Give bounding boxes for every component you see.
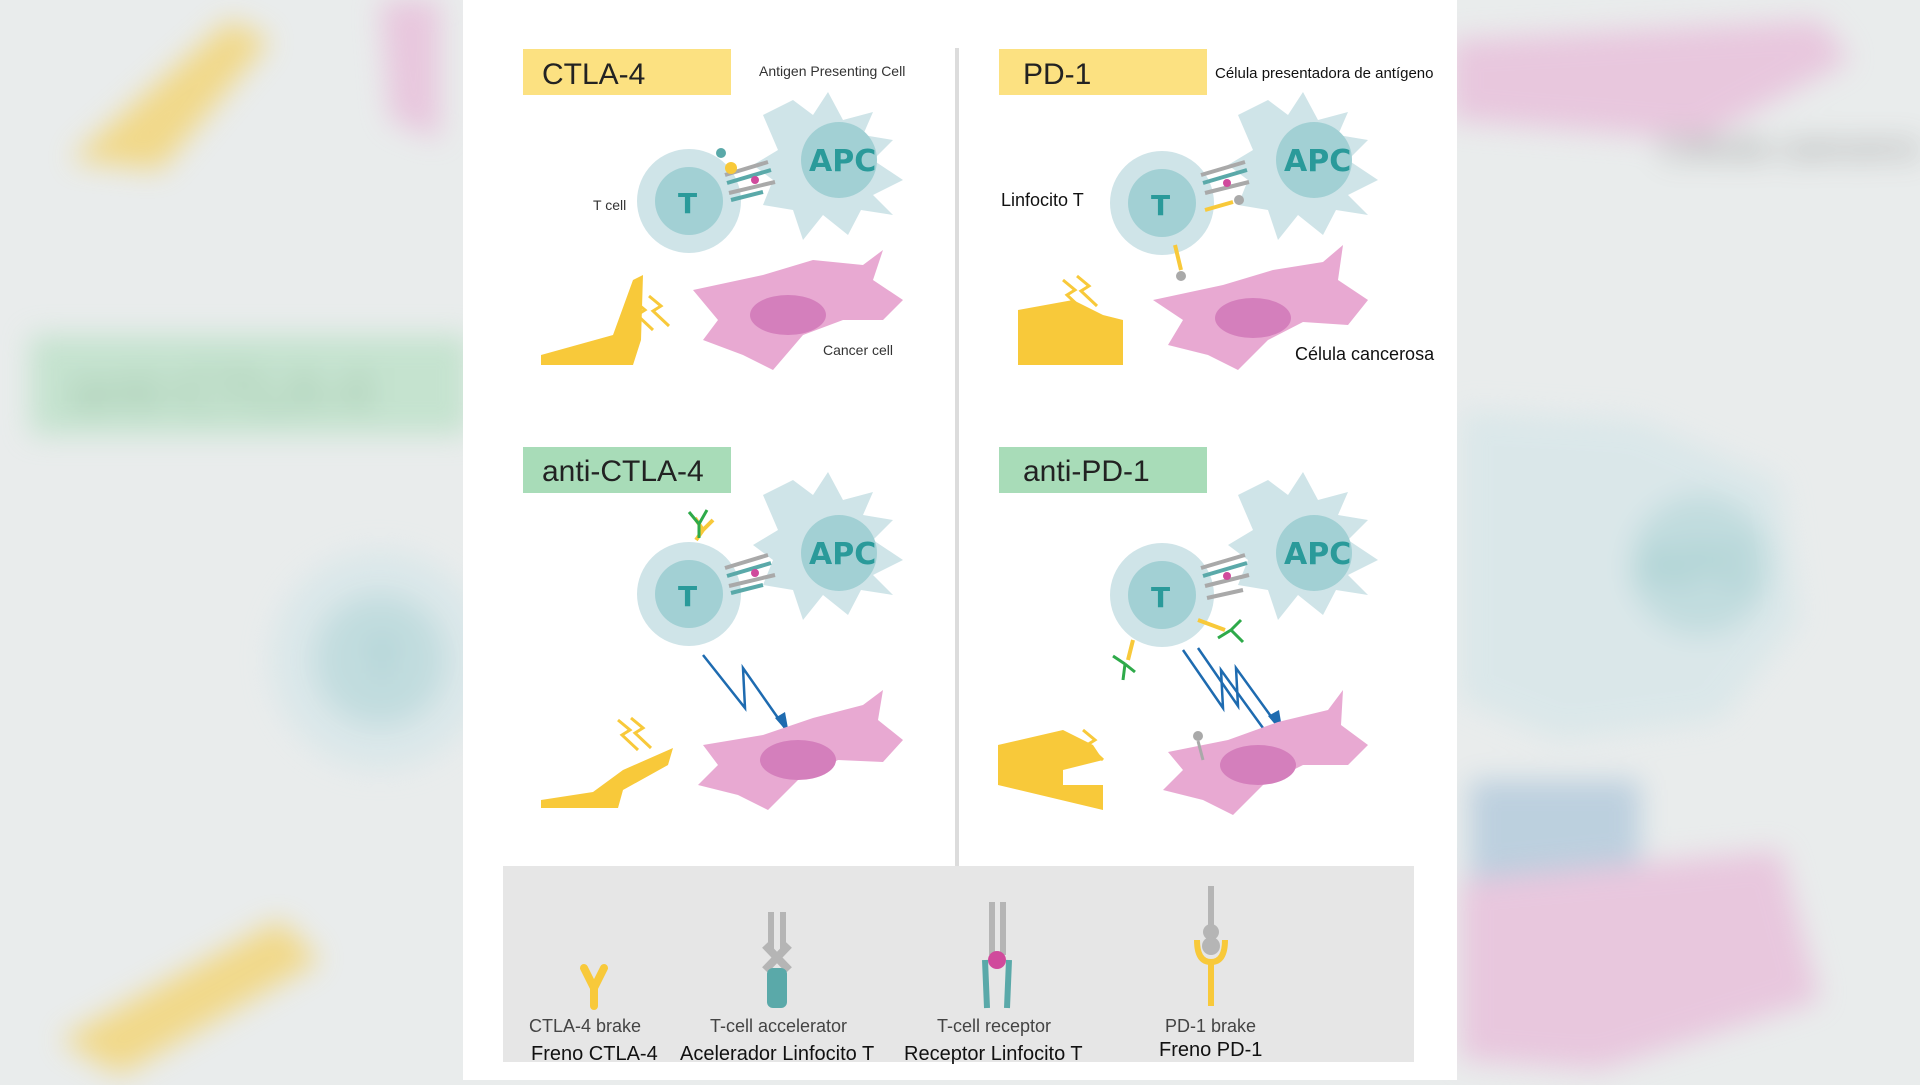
t-cell-label-es: Linfocito T (1001, 190, 1084, 210)
bg-pedal-shape (70, 20, 270, 170)
pedal-spark-icon-anti-pd1 (1082, 728, 1105, 762)
t-cell-core-anti-ctla4 (655, 560, 723, 628)
t-cell-core (655, 167, 723, 235)
anti-pd1-title: anti-PD-1 (1023, 455, 1150, 488)
legend-accelerator-en: T-cell accelerator (710, 1016, 847, 1036)
apc-letter-es: APC (1284, 144, 1351, 179)
apc-letter-anti-pd1: APC (1284, 537, 1351, 572)
quadrant-anti-ctla4: anti-CTLA-4 APC T (523, 447, 903, 810)
quadrant-ctla4: CTLA-4 Antigen Presenting Cell APC T T c… (523, 49, 905, 370)
apc-core-anti-ctla4 (801, 515, 877, 591)
apc-core-anti-pd1 (1276, 515, 1352, 591)
bg-right-label: Célula cancerosa (1660, 127, 1920, 169)
bg-apc-right (1460, 410, 1800, 740)
pd1-brake-contact (1173, 244, 1183, 271)
apc-letter: APC (809, 144, 876, 179)
tcell-receptor-icon (982, 902, 1012, 1009)
pressed-pedal-icon (1018, 300, 1123, 365)
legend-pd1-es: Freno PD-1 (1159, 1039, 1262, 1061)
panel-divider (955, 48, 959, 866)
legend-receptor-en: T-cell receptor (937, 1016, 1051, 1036)
bg-cancer-shape (380, 0, 440, 140)
t-letter-es: T (1151, 189, 1170, 222)
bg-t-letter: T (365, 629, 399, 692)
bg-left-title: anti-CTLA-4 (70, 359, 372, 422)
receptor-cluster-es (1200, 160, 1250, 212)
apc-label: Antigen Presenting Cell (759, 63, 905, 79)
tcell-accelerator-icon (762, 912, 792, 1008)
legend-pd1-en: PD-1 brake (1165, 1016, 1256, 1036)
diagram-canvas: CTLA-4 Antigen Presenting Cell APC T T c… (503, 48, 1435, 1065)
bg-cancer-right (1450, 20, 1850, 140)
apc-letter-anti-ctla4: APC (809, 537, 876, 572)
pd1-tag (999, 49, 1207, 95)
cancer-nucleus (750, 295, 826, 335)
pedal-spark-icon (632, 298, 655, 332)
anti-ctla4-tag (523, 447, 731, 493)
bg-pedal-bottom (60, 920, 320, 1075)
ctla4-brake-icon (580, 964, 608, 1010)
cancer-nucleus-anti-pd1 (1220, 745, 1296, 785)
cancer-nucleus-es (1215, 298, 1291, 338)
legend-accelerator-es: Acelerador Linfocito T (680, 1043, 874, 1065)
diagram-panel: CTLA-4 Antigen Presenting Cell APC T T c… (463, 0, 1457, 1080)
attack-arrow-icon-anti-pd1 (1181, 647, 1283, 734)
quadrant-pd1: PD-1 Célula presentadora de antígeno APC… (999, 49, 1435, 370)
cancer-cell-label-es: Célula cancerosa (1295, 344, 1435, 364)
legend: CTLA-4 brake Freno CTLA-4 T-cell acceler… (503, 866, 1414, 1065)
pd1-brake-icon (1194, 886, 1228, 1006)
pedal-spark-icon-anti-ctla4 (617, 718, 640, 752)
legend-ctla4-en: CTLA-4 brake (529, 1016, 641, 1036)
quadrant-anti-pd1: anti-PD-1 APC T (998, 447, 1378, 815)
receptor-cluster-anti-pd1 (1200, 553, 1250, 600)
bg-apc-core (1630, 495, 1770, 635)
legend-box (503, 866, 1414, 1062)
t-cell-core-anti-pd1 (1128, 561, 1196, 629)
pd1-title: PD-1 (1023, 58, 1091, 91)
anti-pd1-tag (999, 447, 1207, 493)
attack-arrow-icon (702, 654, 789, 734)
ctla4-tag (523, 49, 731, 95)
apc-core (801, 122, 877, 198)
pressed-pedal-icon-anti-pd1 (998, 730, 1103, 810)
anti-ctla4-title: anti-CTLA-4 (542, 455, 704, 488)
bg-t-core (315, 595, 445, 725)
t-letter-anti-pd1: T (1151, 581, 1170, 614)
bg-green-tag (30, 335, 470, 435)
bg-apc-letter: APC (1640, 533, 1759, 598)
antibody-icon (687, 509, 715, 542)
antibody-icon-anti-pd1 (1112, 618, 1245, 681)
legend-ctla4-es: Freno CTLA-4 (531, 1043, 658, 1065)
receptor-cluster-anti-ctla4 (724, 553, 776, 595)
bg-cancer-bottom (1460, 850, 1820, 1070)
apc-core-es (1276, 122, 1352, 198)
t-letter: T (678, 187, 697, 220)
t-cell-core-es (1128, 169, 1196, 237)
cancer-cell-label: Cancer cell (823, 342, 893, 358)
receptor-cluster (716, 148, 776, 202)
t-cell-label: T cell (593, 197, 626, 213)
cancer-nucleus-anti-ctla4 (760, 740, 836, 780)
brake-pedal-icon (541, 275, 643, 365)
legend-receptor-es: Receptor Linfocito T (904, 1043, 1083, 1065)
t-letter-anti-ctla4: T (678, 580, 697, 613)
released-pedal-icon (541, 748, 673, 808)
ctla4-title: CTLA-4 (542, 58, 645, 91)
pedal-spark-icon-es (1062, 278, 1085, 312)
apc-label-es: Célula presentadora de antígeno (1215, 65, 1434, 82)
